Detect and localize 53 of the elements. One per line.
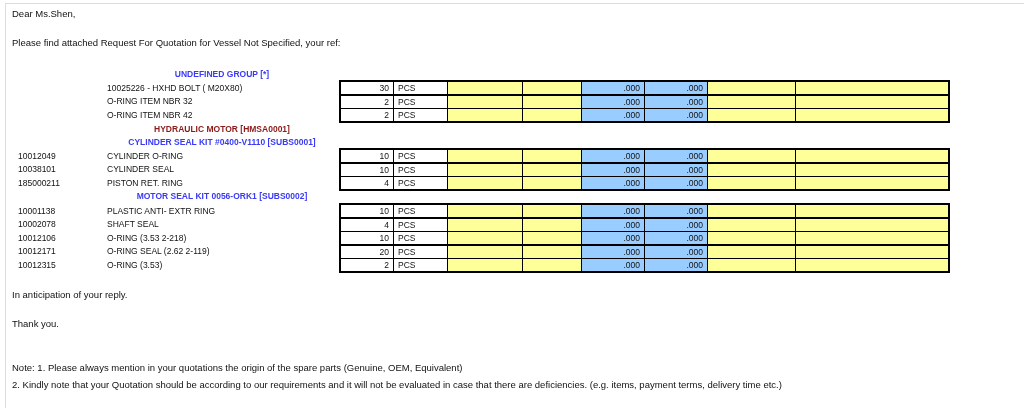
quantity-cell: 2 [340, 108, 394, 123]
price-cell: .000 [581, 231, 645, 246]
item-description: O-RING (3.53) [107, 259, 163, 271]
quantity-cell: 30 [340, 81, 394, 95]
price-cell: .000 [581, 258, 645, 273]
item-description: O-RING ITEM NBR 32 [107, 96, 193, 108]
text-line: Thank you. [12, 318, 59, 330]
text-line: Please find attached Request For Quotation for Vessel Not Specified, your ref: [12, 37, 341, 49]
part-number: 10012106 [18, 232, 56, 244]
item-description: O-RING ITEM NBR 42 [107, 109, 193, 121]
part-number: 185000211 [18, 177, 60, 189]
price-cell: .000 [644, 149, 708, 163]
part-number: 10012049 [18, 150, 56, 162]
part-number: 10012171 [18, 246, 56, 258]
text-line: In anticipation of your reply. [12, 289, 128, 301]
quantity-cell: 10 [340, 149, 394, 163]
unit-cell: PCS [393, 81, 448, 95]
group-heading: HYDRAULIC MOTOR [HMSA0001] [153, 124, 291, 135]
quantity-cell: 10 [340, 231, 394, 246]
group-heading: UNDEFINED GROUP [*] [173, 69, 271, 80]
item-description: CYLINDER O-RING [107, 150, 184, 162]
item-description: O-RING SEAL (2.62 2-119) [107, 246, 210, 258]
price-cell: .000 [644, 258, 708, 273]
part-number: 10001138 [18, 205, 56, 217]
part-number: 10002078 [18, 219, 56, 231]
price-cell: .000 [644, 176, 708, 191]
price-cell: .000 [581, 81, 645, 95]
price-cell: .000 [644, 108, 708, 123]
price-cell: .000 [644, 231, 708, 246]
item-description: O-RING (3.53 2-218) [107, 232, 187, 244]
price-cell: .000 [581, 149, 645, 163]
item-description: CYLINDER SEAL [107, 164, 175, 176]
part-number: 10038101 [18, 164, 56, 176]
unit-cell: PCS [393, 204, 448, 218]
item-description: 10025226 - HXHD BOLT ( M20X80) [107, 82, 243, 94]
part-number: 10012315 [18, 259, 56, 271]
price-cell: .000 [581, 176, 645, 191]
unit-cell: PCS [393, 149, 448, 163]
group-heading: MOTOR SEAL KIT 0056-ORK1 [SUBS0002] [135, 191, 309, 202]
price-cell: .000 [644, 204, 708, 218]
price-cell: .000 [644, 81, 708, 95]
quantity-cell: 4 [340, 176, 394, 191]
group-heading: CYLINDER SEAL KIT #0400-V1110 [SUBS0001] [127, 137, 317, 148]
quantity-cell: 10 [340, 204, 394, 218]
text-line: Dear Ms.Shen, [12, 8, 76, 20]
text-line: Note: 1. Please always mention in your quotations the origin of the spare parts (Genuine, OEM, Equivalent) [12, 362, 463, 374]
item-description: PISTON RET. RING [107, 177, 183, 189]
price-cell: .000 [581, 204, 645, 218]
price-cell: .000 [581, 108, 645, 123]
item-description: PLASTIC ANTI- EXTR RING [107, 205, 216, 217]
text-line: 2. Kindly note that your Quotation should be according to our requirements and it will not be evaluated in case that there are deficiencies. (e.g. items, payment terms, delivery time etc.) [12, 379, 782, 391]
quantity-cell: 2 [340, 258, 394, 273]
item-description: SHAFT SEAL [107, 219, 159, 231]
